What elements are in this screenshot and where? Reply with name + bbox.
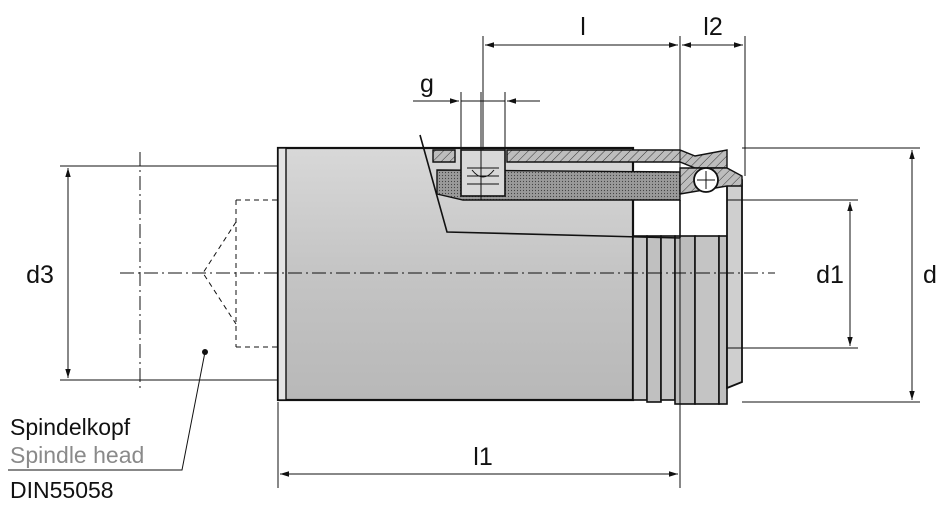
grub-screw (460, 149, 506, 197)
caption-english: Spindle head (10, 442, 144, 468)
dim-label-d1: d1 (816, 261, 844, 289)
caption-german: Spindelkopf (10, 414, 131, 440)
dimension-lines (65, 42, 915, 477)
caption-leader (8, 351, 206, 471)
caption-standard: DIN55058 (10, 477, 114, 503)
dim-label-g: g (420, 70, 434, 98)
dim-label-d: d (923, 261, 937, 289)
spindle-head-outline (202, 199, 278, 355)
dim-label-d3: d3 (26, 261, 54, 289)
extension-lines (60, 36, 920, 488)
ball (693, 167, 719, 193)
dim-label-l: l (580, 13, 586, 41)
dim-label-l1: l1 (473, 443, 492, 471)
dim-label-l2: l2 (703, 13, 722, 41)
